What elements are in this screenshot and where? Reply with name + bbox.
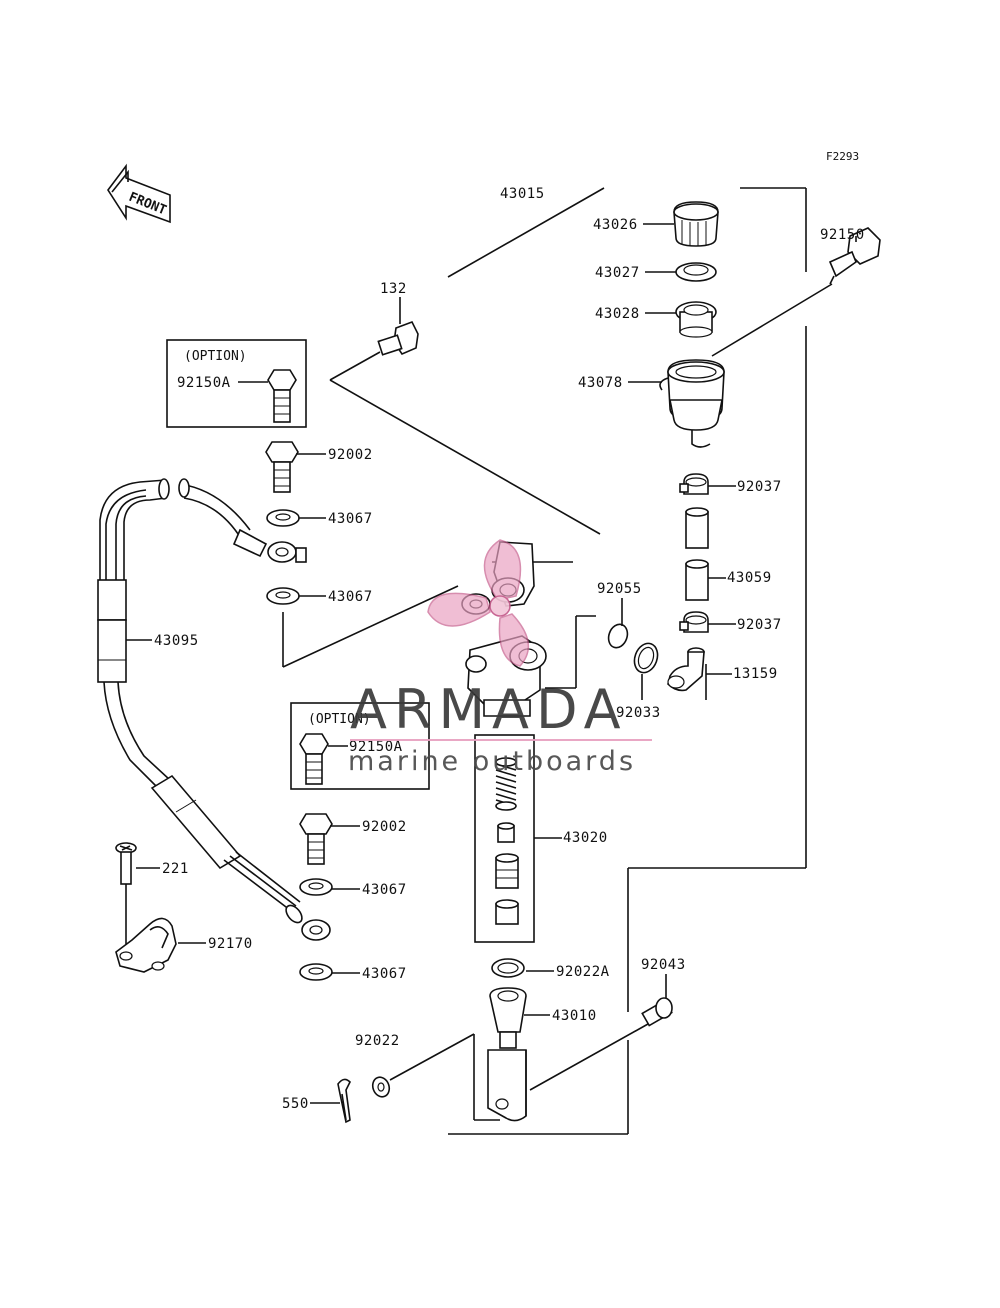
option-box-top: (OPTION)	[166, 339, 307, 428]
label-92055: 92055	[597, 581, 642, 597]
label-43020: 43020	[563, 830, 608, 846]
label-43095: 43095	[154, 633, 199, 649]
bolt-132-part	[377, 320, 419, 356]
label-132: 132	[380, 281, 407, 297]
circlip-92033-part	[633, 642, 659, 674]
label-43067-b: 43067	[328, 589, 373, 605]
assembly-outline	[282, 187, 807, 1135]
label-92150a-top: 92150A	[177, 375, 231, 391]
washer-43067-b-part	[266, 587, 300, 605]
propeller-logo-icon	[427, 539, 530, 667]
washer-43067-a-part	[266, 509, 300, 527]
hose-clamp-top-part	[679, 473, 709, 495]
label-221: 221	[162, 861, 189, 877]
label-43015: 43015	[500, 186, 545, 202]
diagram-ref-code: F2293	[826, 150, 859, 163]
option-label-top: (OPTION)	[184, 349, 247, 364]
push-rod-part	[487, 987, 527, 1122]
piston-kit-part	[495, 757, 519, 925]
reservoir-hose-part	[685, 507, 709, 601]
label-43067-c: 43067	[362, 882, 407, 898]
cotter-pin-part	[337, 1078, 351, 1124]
circlip-92022a-part	[491, 958, 525, 978]
label-43010: 43010	[552, 1008, 597, 1024]
washer-92022-part	[371, 1076, 391, 1098]
label-92022a: 92022A	[556, 964, 610, 980]
label-92043: 92043	[641, 957, 686, 973]
label-43067-d: 43067	[362, 966, 407, 982]
label-92022: 92022	[355, 1033, 400, 1049]
label-92037-top: 92037	[737, 479, 782, 495]
option-label-bottom: (OPTION)	[308, 712, 371, 727]
banjo-bolt-top-part	[265, 441, 299, 493]
diaphragm-plate-part	[675, 301, 717, 338]
label-92170: 92170	[208, 936, 253, 952]
washer-43067-d-part	[299, 963, 333, 981]
bolt-92150a-top-part	[267, 369, 297, 423]
label-43067-a: 43067	[328, 511, 373, 527]
label-43028: 43028	[595, 306, 640, 322]
label-43027: 43027	[595, 265, 640, 281]
watermark-brand: ARMADA	[350, 678, 628, 741]
label-92002-top: 92002	[328, 447, 373, 463]
label-92150: 92150	[820, 227, 865, 243]
front-arrow-icon: FRONT	[107, 163, 171, 224]
label-92033: 92033	[616, 705, 661, 721]
label-550: 550	[282, 1096, 309, 1112]
watermark-tagline: marine outboards	[348, 746, 636, 777]
leader-lines	[126, 223, 857, 1104]
screw-221-part	[115, 842, 137, 944]
hose-clamp-92170-part	[115, 917, 177, 973]
reservoir-part	[659, 359, 725, 448]
brake-hose-part	[97, 478, 331, 941]
hose-clamp-bottom-part	[679, 611, 709, 633]
hose-fitting-part	[667, 647, 705, 692]
banjo-bolt-bottom-part	[299, 813, 333, 865]
label-92037-bottom: 92037	[737, 617, 782, 633]
label-92150a-bottom: 92150A	[349, 739, 403, 755]
armada-watermark: ARMADA marine outboards	[348, 539, 652, 777]
bolt-92150a-bottom-part	[299, 733, 329, 785]
label-92002-bottom: 92002	[362, 819, 407, 835]
label-43078: 43078	[578, 375, 623, 391]
washer-43067-c-part	[299, 878, 333, 896]
reservoir-cap-part	[673, 201, 719, 247]
diaphragm-part	[675, 262, 717, 282]
part-labels: 43015 43026 43027 43028 43078 92150 132 …	[154, 186, 865, 1112]
o-ring-part	[607, 623, 629, 649]
label-43026: 43026	[593, 217, 638, 233]
label-43059: 43059	[727, 570, 772, 586]
option-box-bottom: (OPTION)	[290, 702, 430, 790]
pin-92043-part	[529, 997, 673, 1091]
label-13159: 13159	[733, 666, 778, 682]
